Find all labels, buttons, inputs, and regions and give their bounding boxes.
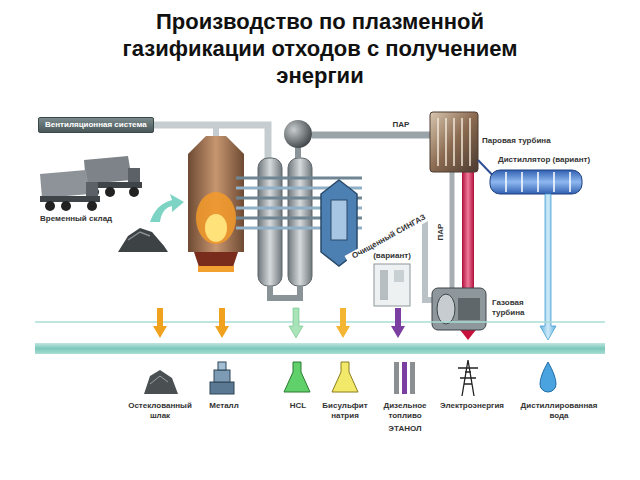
waste-pile	[118, 228, 168, 252]
plasma-fire	[205, 214, 227, 242]
output-arrow	[336, 308, 350, 338]
truck-cab	[128, 168, 140, 182]
fuel-unit-box	[374, 264, 410, 306]
output-label: Металл	[199, 401, 249, 411]
equipment-label: Паровая турбина	[482, 136, 577, 146]
slag-icon	[144, 370, 178, 394]
truck-icon	[40, 170, 100, 211]
output-arrow	[391, 308, 405, 338]
equipment-label: Газовая турбина	[492, 298, 546, 318]
sphere-vessel	[284, 120, 312, 148]
truck-cab	[86, 182, 98, 196]
storage-label: Временный склад	[40, 214, 130, 224]
system-box: Вентиляционная система	[38, 117, 154, 133]
output-label: Дизельное топливо	[378, 401, 432, 421]
metal-icon	[210, 362, 234, 394]
output-arrow	[153, 308, 167, 338]
plasma-fire	[196, 192, 236, 244]
slag-tray	[198, 266, 234, 272]
metal-block	[218, 362, 226, 370]
gas-turbine-body	[432, 288, 486, 330]
coil-line	[236, 177, 362, 180]
pylon-icon	[458, 360, 478, 396]
output-label: Дистиллированная вода	[512, 401, 606, 421]
distillator-detail	[506, 172, 570, 192]
output-arrow	[215, 308, 229, 338]
tower-connector	[270, 286, 300, 298]
hcl-flask	[284, 362, 310, 392]
fuel-unit-part	[380, 270, 388, 300]
feed-arrow	[150, 194, 184, 222]
truck-body	[40, 170, 90, 198]
fuel-unit-part	[394, 270, 404, 282]
steam-pipe	[450, 172, 455, 290]
turbine-blades	[438, 118, 470, 166]
vent-pipe	[213, 128, 219, 136]
output-label: ЭТАНОЛ	[378, 424, 432, 434]
fuel-column	[402, 362, 407, 394]
waste-pile-detail	[128, 232, 150, 240]
truck-wheel	[105, 187, 115, 197]
fuel-column	[410, 362, 415, 394]
metal-block	[214, 370, 230, 382]
truck-wheel	[87, 201, 97, 211]
equipment-label: Дистиллятор (вариант)	[498, 155, 623, 165]
distillator	[490, 170, 582, 194]
gas-turbine-part	[458, 298, 480, 320]
truck-wheel	[129, 187, 139, 197]
equipment-label: (вариант)	[368, 251, 416, 261]
water-drop-icon	[540, 362, 556, 392]
slag-icon-detail	[150, 376, 168, 384]
metal-block	[210, 382, 234, 394]
fuel-synthesis-unit	[374, 264, 410, 306]
plasma-gasifier	[188, 136, 244, 272]
reactor-cone	[188, 136, 244, 154]
output-label: HCL	[281, 401, 315, 411]
collection-line	[35, 321, 605, 323]
pipe-label: ПАР	[386, 120, 416, 130]
truck-frame	[40, 196, 100, 202]
steam-turbine-body	[430, 112, 478, 172]
truck-body	[84, 156, 132, 184]
fuel-icon	[394, 362, 415, 394]
diagram-title: Производство по плазменной газификации о…	[120, 8, 520, 89]
fuel-column	[394, 362, 399, 394]
output-arrow	[289, 308, 303, 338]
gas-turbine	[432, 288, 486, 330]
bisulfite-flask	[332, 362, 358, 392]
steam-pipe	[312, 132, 432, 139]
output-label: Остеклованный шлак	[121, 401, 199, 421]
truck-wheel	[61, 201, 71, 211]
truck-icon	[84, 156, 142, 197]
output-arrow	[540, 194, 556, 340]
output-label: Бисульфит натрия	[319, 401, 371, 421]
gas-cleaner-core	[331, 200, 347, 240]
gas-turbine-part	[437, 294, 455, 324]
pipe-label: ПАР	[436, 217, 446, 247]
reactor-body	[188, 154, 244, 252]
output-band	[35, 343, 605, 354]
box-label: Вентиляционная система	[45, 120, 147, 130]
output-label: Электроэнергия	[434, 401, 510, 411]
truck-wheel	[45, 201, 55, 211]
steam-turbine	[430, 112, 478, 172]
